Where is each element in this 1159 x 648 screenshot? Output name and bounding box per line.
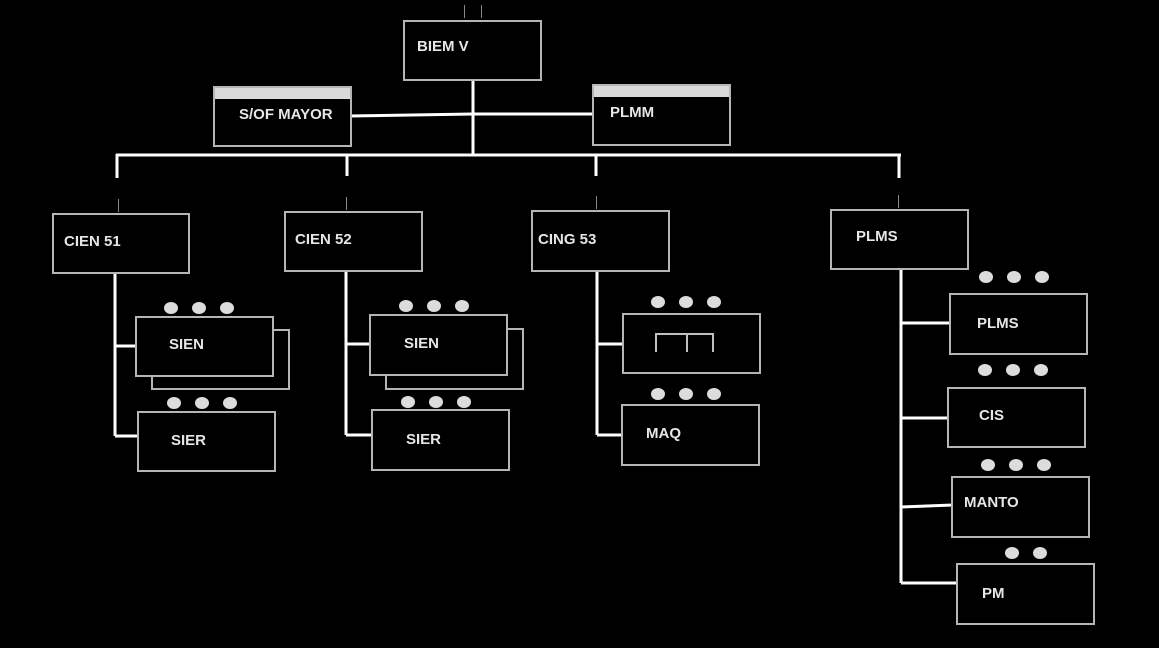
dot <box>195 397 209 409</box>
dot <box>707 388 721 400</box>
unit-label: CING 53 <box>538 231 597 248</box>
dot <box>164 302 178 314</box>
tick-mark <box>596 196 597 209</box>
dot <box>223 397 237 409</box>
unit-box-sien[interactable]: SIEN <box>369 314 508 376</box>
unit-box-pm[interactable]: PM <box>956 563 1095 625</box>
unit-label: S/OF MAYOR <box>239 106 333 123</box>
dot <box>978 364 992 376</box>
symbol-tick <box>712 333 714 352</box>
unit-box-sier[interactable]: SIER <box>137 411 276 472</box>
unit-label: SIER <box>406 431 442 448</box>
dot <box>455 300 469 312</box>
multiplicity-dots <box>651 388 721 400</box>
dot <box>651 388 665 400</box>
dot <box>399 300 413 312</box>
dot <box>679 296 693 308</box>
unit-label: MAQ <box>646 425 681 442</box>
unit-box-sier[interactable]: SIER <box>371 409 510 471</box>
tick-mark <box>118 199 119 212</box>
multiplicity-dots <box>401 396 471 408</box>
unit-box-plms[interactable]: PLMS <box>830 209 969 270</box>
unit-box-biem-v[interactable]: BIEM V <box>403 20 542 81</box>
tick-mark <box>481 5 482 18</box>
tick-mark <box>346 197 347 210</box>
multiplicity-dots <box>399 300 469 312</box>
dot <box>979 271 993 283</box>
multiplicity-dots <box>1005 547 1047 559</box>
multiplicity-dots <box>651 296 721 308</box>
dot <box>167 397 181 409</box>
dot <box>1007 271 1021 283</box>
unit-box-sien[interactable]: SIEN <box>135 316 274 377</box>
unit-box-cis[interactable]: CIS <box>947 387 1086 448</box>
dot <box>429 396 443 408</box>
unit-box-cien-52[interactable]: CIEN 52 <box>284 211 423 272</box>
unit-box-manto[interactable]: MANTO <box>951 476 1090 538</box>
dot <box>707 296 721 308</box>
dot <box>679 388 693 400</box>
dot <box>651 296 665 308</box>
unit-label: PLMS <box>977 315 1019 332</box>
dot <box>1035 271 1049 283</box>
symbol-tick <box>686 333 688 352</box>
unit-box-plmm[interactable]: PLMM <box>592 84 731 146</box>
unit-box-sof-mayor[interactable]: S/OF MAYOR <box>213 86 352 147</box>
dot <box>457 396 471 408</box>
unit-label: MANTO <box>964 494 1019 511</box>
multiplicity-dots <box>978 364 1048 376</box>
dot <box>1034 364 1048 376</box>
dot <box>1033 547 1047 559</box>
unit-label: SIEN <box>404 335 440 352</box>
dot <box>192 302 206 314</box>
dot <box>981 459 995 471</box>
multiplicity-dots <box>981 459 1051 471</box>
dot <box>220 302 234 314</box>
unit-box-maq[interactable]: MAQ <box>621 404 760 466</box>
unit-label: PLMM <box>610 104 655 121</box>
multiplicity-dots <box>167 397 237 409</box>
multiplicity-dots <box>979 271 1049 283</box>
dot <box>1005 547 1019 559</box>
dot <box>1006 364 1020 376</box>
unit-label: CIEN 51 <box>64 233 121 250</box>
unit-box-symbol[interactable] <box>622 313 761 374</box>
unit-label: PLMS <box>856 228 898 245</box>
unit-label: CIS <box>979 407 1005 424</box>
dot <box>1037 459 1051 471</box>
header-bar <box>215 88 350 99</box>
unit-box-cien-51[interactable]: CIEN 51 <box>52 213 190 274</box>
unit-label: CIEN 52 <box>295 231 352 248</box>
multiplicity-dots <box>164 302 234 314</box>
unit-label: PM <box>982 585 1005 602</box>
unit-box-cing-53[interactable]: CING 53 <box>531 210 670 272</box>
dot <box>1009 459 1023 471</box>
tick-mark <box>464 5 465 18</box>
symbol-tick <box>655 333 657 352</box>
unit-label: SIEN <box>169 336 205 353</box>
dot <box>401 396 415 408</box>
tick-mark <box>898 195 899 208</box>
symbol-bar <box>655 333 714 335</box>
unit-label: SIER <box>171 432 207 449</box>
unit-box-plms-sub[interactable]: PLMS <box>949 293 1088 355</box>
unit-label: BIEM V <box>417 38 469 55</box>
header-bar <box>594 86 729 97</box>
dot <box>427 300 441 312</box>
